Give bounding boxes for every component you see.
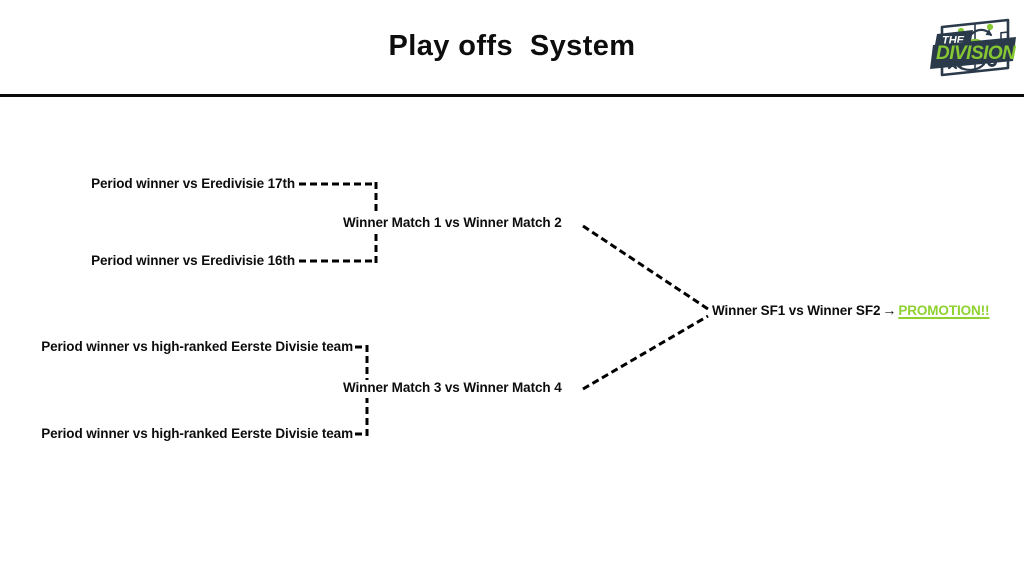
bracket-node-semifinal-2[interactable]: Winner Match 3 vs Winner Match 4	[343, 380, 562, 395]
page-title: Play offs System	[388, 30, 636, 62]
logo-main-word: DIVISION	[936, 43, 1017, 64]
playoff-bracket: Period winner vs Eredivisie 17th Period …	[0, 95, 1024, 576]
connector-sf1-to-final	[582, 224, 709, 311]
the-division-logo: THE DIVISION	[928, 14, 1020, 84]
arrow-right-icon: →	[882, 302, 897, 318]
slide-header: Play offs System	[0, 0, 1024, 97]
promotion-badge: PROMOTION!!	[898, 303, 990, 318]
bracket-node-final[interactable]: Winner SF1 vs Winner SF2→PROMOTION!!	[712, 302, 990, 318]
bracket-connector-lines	[299, 182, 709, 436]
header-divider	[0, 94, 1024, 97]
connector-sf2-to-final	[582, 314, 709, 391]
bracket-node-match4-fixture[interactable]: Period winner vs high-ranked Eerste Divi…	[41, 426, 353, 441]
bracket-node-semifinal-1[interactable]: Winner Match 1 vs Winner Match 2	[343, 215, 562, 230]
bracket-node-match1-fixture[interactable]: Period winner vs Eredivisie 17th	[91, 176, 295, 191]
bracket-node-match2-fixture[interactable]: Period winner vs Eredivisie 16th	[91, 253, 295, 268]
final-fixture-label: Winner SF1 vs Winner SF2	[712, 303, 881, 318]
bracket-node-match3-fixture[interactable]: Period winner vs high-ranked Eerste Divi…	[41, 339, 353, 354]
